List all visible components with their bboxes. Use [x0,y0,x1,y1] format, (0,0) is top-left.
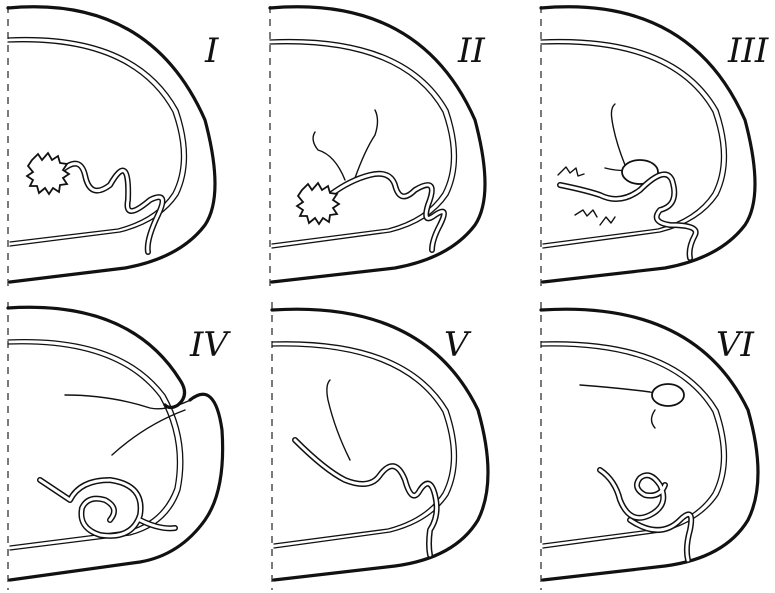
panel-3-inner-wall-inner [541,44,722,244]
panel-1-fimbriated-end [27,153,69,194]
panel-2-label: II [457,31,485,71]
panel-3-fimbria-2 [575,210,597,217]
panel-2-fimbriated-end [297,183,339,224]
panel-3: III [541,6,769,290]
panel-4-outer-wall-upper [8,307,185,407]
panel-1-outer-wall [8,7,215,282]
panel-4-label: IV [189,325,231,365]
panel-4-outer-wall-lower [10,394,223,580]
panel-2: II [270,6,485,290]
panel-6-gland [652,384,684,406]
panel-6: VI [541,302,758,590]
panel-1-label: I [204,31,219,71]
panel-5-duct [327,380,350,460]
panel-1-inner-wall-inner [8,42,182,242]
panel-5-label: V [444,325,472,365]
panel-3-inner-wall-outer [541,40,727,248]
panel-2-duct-left [313,132,345,180]
panel-3-fimbria-1 [558,167,584,176]
panel-4: IV [8,302,231,590]
panel-2-duct-right [355,110,378,178]
panel-1-tube [62,164,163,252]
panel-3-tube [560,174,696,258]
panel-4-inner-wall-outer [8,340,183,550]
panel-6-duct [580,385,663,405]
panel-3-fimbria-3 [600,217,615,225]
panel-5-tube [295,440,437,555]
panel-6-duct-lower [652,410,656,428]
panel-5: V [272,302,488,590]
panel-4-inner-wall-inner [8,344,177,546]
panel-3-duct [611,104,625,165]
panel-1: I [8,6,219,290]
panel-3-label: III [727,31,769,71]
panel-6-label: VI [716,325,755,365]
